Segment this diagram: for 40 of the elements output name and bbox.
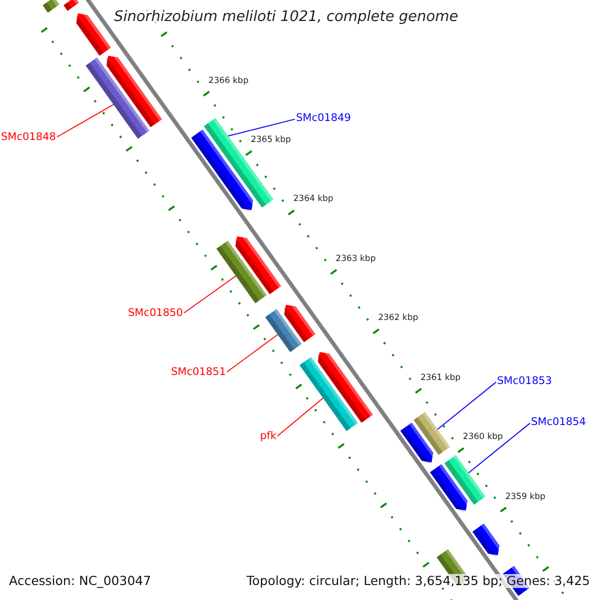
gene-feature-block: [235, 234, 282, 294]
gene-feature-block: [265, 309, 302, 352]
gene-feature-block: [300, 357, 358, 432]
scale-label: 2363 kbp: [336, 254, 376, 265]
scale-label: 2362 kbp: [378, 314, 418, 324]
scale-label: 2361 kbp: [420, 374, 461, 384]
gene-feature-block: [400, 422, 435, 464]
gene-label: pfk: [260, 430, 276, 442]
gene-label: SMc01849: [296, 112, 351, 124]
scale-label: 2364 kbp: [293, 195, 334, 206]
gene-feature-block: [42, 0, 60, 13]
gene-feature-block: [204, 118, 274, 208]
gene-label: SMc01850: [128, 307, 183, 320]
gene-feature-block: [472, 524, 502, 556]
gene-feature-block: [318, 350, 373, 423]
map-title: Sinorhizobium meliloti 1021, complete genome: [114, 9, 458, 26]
scale-label: 2359 kbp: [505, 492, 546, 502]
gene-feature-block: [64, 0, 79, 11]
gene-label: SMc01851: [171, 366, 226, 378]
leader-line: [183, 276, 236, 314]
leader-line: [277, 398, 324, 436]
gene-feature-block: [430, 464, 470, 512]
leader-line: [437, 382, 496, 430]
gene-feature-block: [414, 412, 450, 455]
gene-feature-block: [444, 455, 486, 505]
scale-label: 2360 kbp: [462, 433, 503, 443]
gene-feature-block: [86, 57, 150, 139]
accession-text: Accession: NC_003047: [9, 574, 152, 588]
gene-label: SMc01848: [1, 131, 56, 144]
gene-feature-block: [216, 240, 267, 304]
scale-label: 2366 kbp: [208, 76, 248, 86]
gene-feature-block: [284, 302, 316, 342]
gene-label: SMc01853: [497, 375, 552, 388]
gene-feature-block: [76, 11, 111, 56]
leader-line: [228, 118, 296, 136]
gene-label: SMc01854: [531, 416, 586, 428]
scale-label: 2365 kbp: [250, 136, 291, 146]
gene-feature-block: [106, 53, 162, 128]
leader-line: [226, 334, 278, 372]
leader-line: [56, 104, 114, 138]
